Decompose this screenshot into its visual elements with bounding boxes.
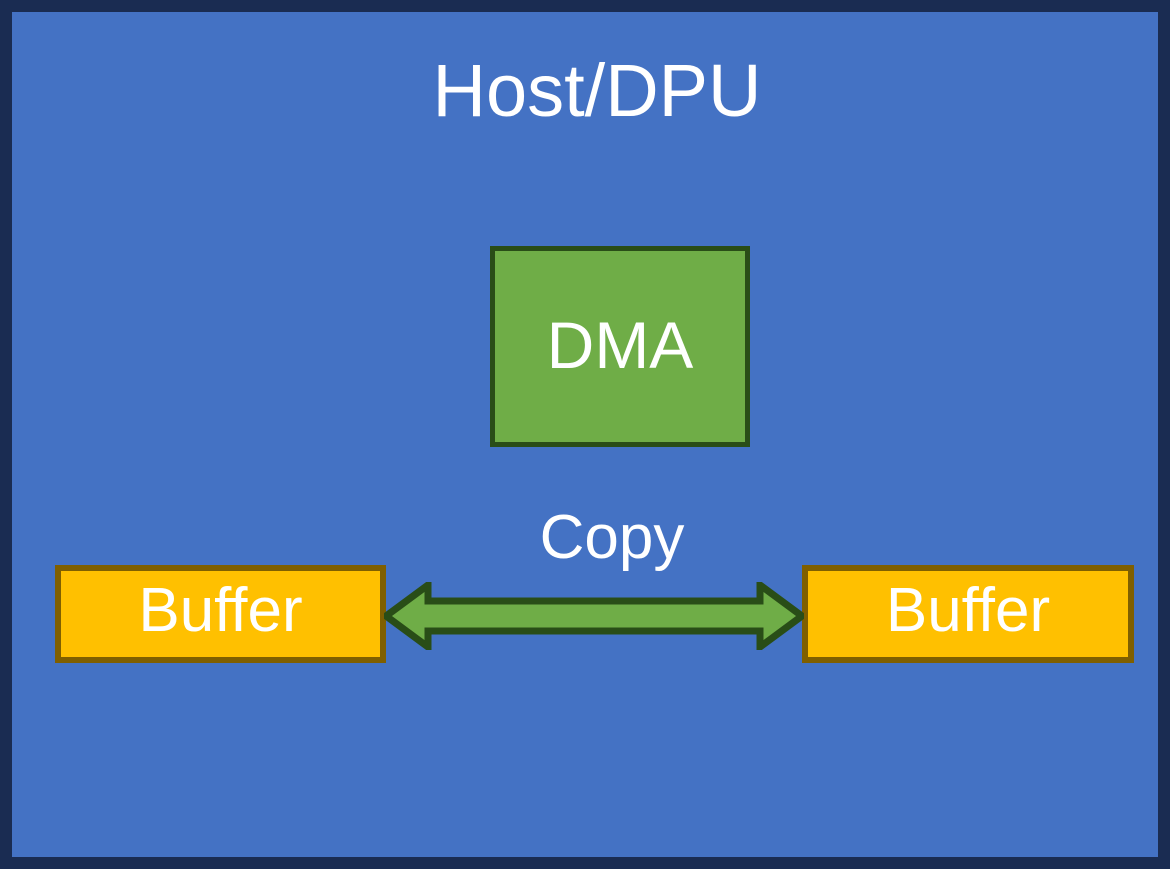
dma-block-label: DMA [546, 307, 694, 382]
copy-edge-label: Copy [539, 503, 685, 572]
copy-double-arrow-icon [384, 582, 804, 650]
buffer-block-left[interactable]: Buffer [55, 565, 386, 663]
buffer-block-left-label: Buffer [138, 576, 303, 645]
buffer-block-right[interactable]: Buffer [802, 565, 1134, 663]
copy-double-arrow-svg [384, 582, 804, 650]
double-headed-arrow-shape [384, 582, 804, 650]
host-dpu-title: Host/DPU [432, 49, 762, 132]
buffer-block-right-label: Buffer [885, 576, 1051, 645]
dma-block[interactable]: DMA [490, 246, 750, 447]
